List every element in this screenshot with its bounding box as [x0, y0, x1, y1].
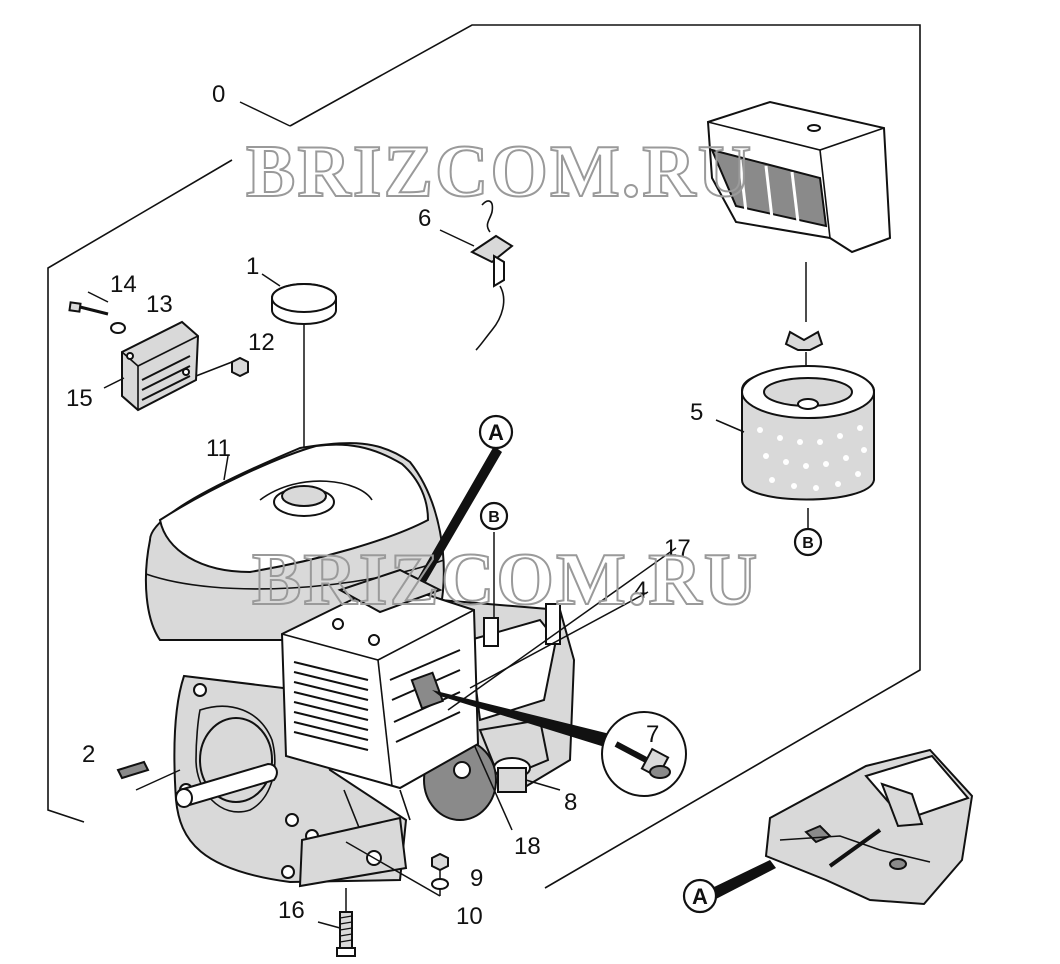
svg-text:A: A	[488, 420, 504, 445]
label-part-7: 7	[646, 721, 659, 748]
ignition-module-15	[121, 320, 200, 412]
label-part-4: 4	[634, 577, 647, 604]
mounting-base	[298, 816, 441, 897]
svg-text:B: B	[802, 535, 814, 552]
detail-circle-7	[601, 711, 687, 797]
callout-b-lower: B	[793, 527, 823, 557]
label-part-18: 18	[514, 833, 541, 860]
label-part-6: 6	[418, 205, 431, 232]
detail-a	[764, 748, 974, 906]
label-part-9: 9	[470, 865, 483, 892]
muffler	[280, 568, 480, 831]
air-cleaner-cover	[706, 100, 892, 322]
label-part-12: 12	[248, 329, 275, 356]
label-part-8: 8	[564, 789, 577, 816]
callout-a-lower: A	[682, 878, 718, 914]
engine-switch-6	[470, 200, 514, 351]
label-part-13: 13	[146, 291, 173, 318]
nut-12	[195, 356, 249, 378]
pointer-7	[432, 690, 610, 748]
callout-a-upper: A	[478, 414, 514, 450]
label-part-0: 0	[212, 81, 225, 108]
assembly-boundary-left	[47, 159, 233, 823]
washer-13	[110, 322, 126, 334]
pointer-a-lower	[712, 860, 776, 900]
label-part-1: 1	[246, 253, 259, 280]
washer-10	[431, 878, 449, 890]
label-part-10: 10	[456, 903, 483, 930]
label-part-15: 15	[66, 385, 93, 412]
callout-b-upper: B	[479, 501, 509, 531]
key-2	[116, 760, 181, 791]
nut-9	[431, 852, 449, 872]
air-filter-5	[741, 365, 875, 528]
label-part-2: 2	[82, 741, 95, 768]
svg-text:A: A	[692, 884, 708, 909]
leader-lines	[87, 101, 745, 929]
label-part-5: 5	[690, 399, 703, 426]
label-part-17: 17	[664, 535, 691, 562]
pointer-a-upper	[418, 446, 502, 582]
label-part-14: 14	[110, 271, 137, 298]
bolt-16	[336, 888, 356, 957]
bolt-14	[68, 301, 109, 316]
label-part-16: 16	[278, 897, 305, 924]
crankshaft	[175, 762, 278, 808]
watermark-top: BRIZCOM.RU	[246, 131, 753, 213]
watermark-middle: BRIZCOM.RU	[252, 539, 759, 621]
label-part-11: 11	[206, 435, 231, 462]
assembly-boundary	[289, 24, 921, 889]
svg-text:B: B	[488, 509, 500, 526]
